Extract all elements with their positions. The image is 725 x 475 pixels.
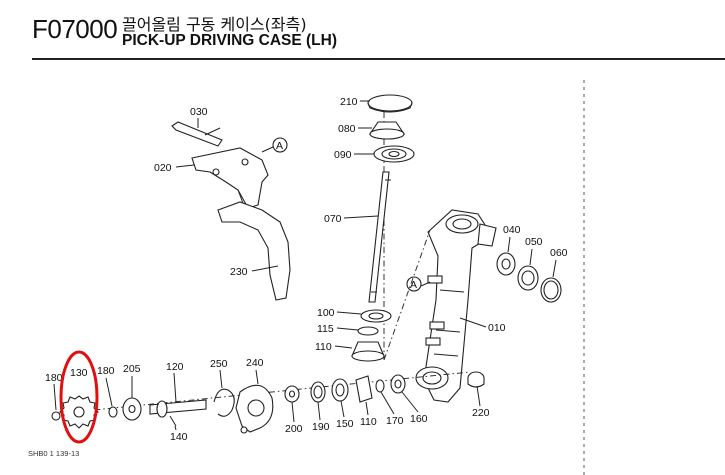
callout-a-2: A: [406, 276, 431, 292]
label-060: 060: [550, 247, 568, 259]
label-250: 250: [210, 358, 228, 370]
label-110-upper: 110: [315, 341, 332, 353]
callout-a-1: A: [261, 137, 288, 153]
label-140: 140: [170, 431, 188, 443]
bearing-160[interactable]: [390, 374, 406, 394]
label-205: 205: [123, 363, 141, 375]
title-korean: 끌어올림 구동 케이스(좌측): [122, 15, 307, 34]
label-180-left: 180: [45, 372, 63, 384]
label-180-right: 180: [97, 365, 115, 377]
label-050: 050: [525, 236, 543, 248]
bearing-050[interactable]: [517, 265, 539, 291]
washer-170[interactable]: [375, 379, 385, 393]
bearing-100[interactable]: [360, 309, 392, 323]
label-170: 170: [386, 415, 404, 427]
page-header: F07000 끌어올림 구동 케이스(좌측) PICK-UP DRIVING C…: [0, 0, 725, 60]
label-210: 210: [340, 96, 358, 108]
label-115: 115: [317, 323, 334, 335]
label-240: 240: [246, 357, 264, 369]
center-line-diagonal: [383, 229, 431, 361]
label-130: 130: [70, 367, 88, 379]
label-090: 090: [334, 149, 352, 161]
bolt-030[interactable]: [171, 121, 223, 147]
highlight-circle-130: [59, 350, 99, 444]
clip-180-left[interactable]: [51, 411, 61, 421]
bearing-090[interactable]: [373, 145, 415, 163]
label-020: 020: [154, 162, 172, 174]
label-070: 070: [324, 213, 342, 225]
figure-code: SHB0 1 139-13: [28, 449, 79, 458]
arm-230[interactable]: [217, 201, 291, 301]
case-010[interactable]: [415, 209, 497, 403]
svg-text:A: A: [276, 140, 283, 152]
shaft-120[interactable]: [149, 399, 207, 418]
svg-text:A: A: [410, 279, 417, 291]
plate-240[interactable]: [235, 384, 274, 434]
bearing-150[interactable]: [331, 378, 349, 402]
part-group-code: F07000: [32, 14, 118, 44]
label-200: 200: [285, 423, 303, 435]
bevel-gear-110-lower[interactable]: [355, 375, 373, 403]
title-english: PICK-UP DRIVING CASE (LH): [122, 32, 338, 49]
label-150: 150: [336, 418, 354, 430]
seal-060[interactable]: [540, 277, 562, 303]
header-rule: [32, 58, 725, 60]
ring-190[interactable]: [310, 381, 326, 403]
washer-200[interactable]: [284, 385, 300, 403]
label-080: 080: [338, 123, 356, 135]
pin-140[interactable]: [169, 415, 177, 427]
label-010: 010: [488, 322, 506, 334]
label-120: 120: [166, 361, 184, 373]
label-220: 220: [472, 407, 490, 419]
washer-115[interactable]: [357, 326, 379, 336]
label-100: 100: [317, 307, 335, 319]
clip-180-right[interactable]: [108, 406, 118, 418]
label-160: 160: [410, 413, 428, 425]
bevel-gear-080[interactable]: [368, 121, 406, 140]
label-040: 040: [503, 224, 521, 236]
shaft-070[interactable]: [368, 171, 391, 303]
gear-040[interactable]: [496, 252, 516, 276]
plug-220[interactable]: [467, 371, 485, 388]
snap-ring-250[interactable]: [213, 388, 235, 417]
label-190: 190: [312, 421, 330, 433]
cap-210[interactable]: [367, 94, 413, 113]
label-230: 230: [230, 266, 248, 278]
bracket-020[interactable]: [191, 147, 269, 209]
washer-205[interactable]: [122, 397, 142, 421]
label-030: 030: [190, 106, 208, 118]
bevel-gear-110-upper[interactable]: [351, 341, 385, 362]
label-110-lower: 110: [360, 416, 377, 428]
sprocket-130[interactable]: [59, 395, 99, 429]
